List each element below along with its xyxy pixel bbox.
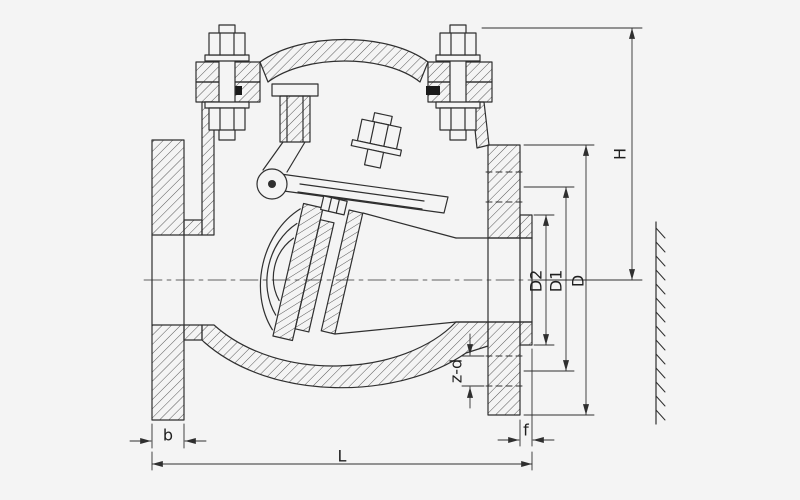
left-flange [151,139,185,421]
dim-label-L: L [338,447,347,466]
dimension-D [523,144,595,416]
raised-face-lower [519,321,533,346]
dimension-D2 [533,214,555,346]
right-flange [455,144,533,416]
dim-label-D1: D1 [547,270,566,293]
dim-label-D: D [569,275,588,287]
dim-label-D2: D2 [527,270,546,293]
left-body-wall [183,101,215,341]
dimension-z-d [461,333,485,409]
body-bottom-shell [201,321,489,389]
disc-spindle-nut [350,112,403,169]
dimension-f [497,348,555,447]
disc-retaining-nut [320,195,348,216]
dim-label-f: f [523,421,529,440]
body-seat-ring [320,209,364,335]
hinge-pin [256,168,288,200]
dim-label-z-d: z-d [447,359,466,383]
dimension-H [481,27,643,281]
dimension-b [129,423,207,449]
mating-surface-symbol [655,221,666,425]
flange-bolt-holes [485,171,523,387]
dim-label-H: H [611,148,630,160]
dim-label-b: b [163,426,173,445]
raised-face-upper [519,214,533,239]
gasket-right [426,86,440,95]
dimensions [129,27,643,471]
dimension-labels: H D D1 D2 z-d f b L [163,148,630,466]
hinge-pin-boss [271,83,319,143]
waterway-lines [334,212,457,335]
disc-assembly [259,195,348,342]
dimension-L [151,451,533,471]
